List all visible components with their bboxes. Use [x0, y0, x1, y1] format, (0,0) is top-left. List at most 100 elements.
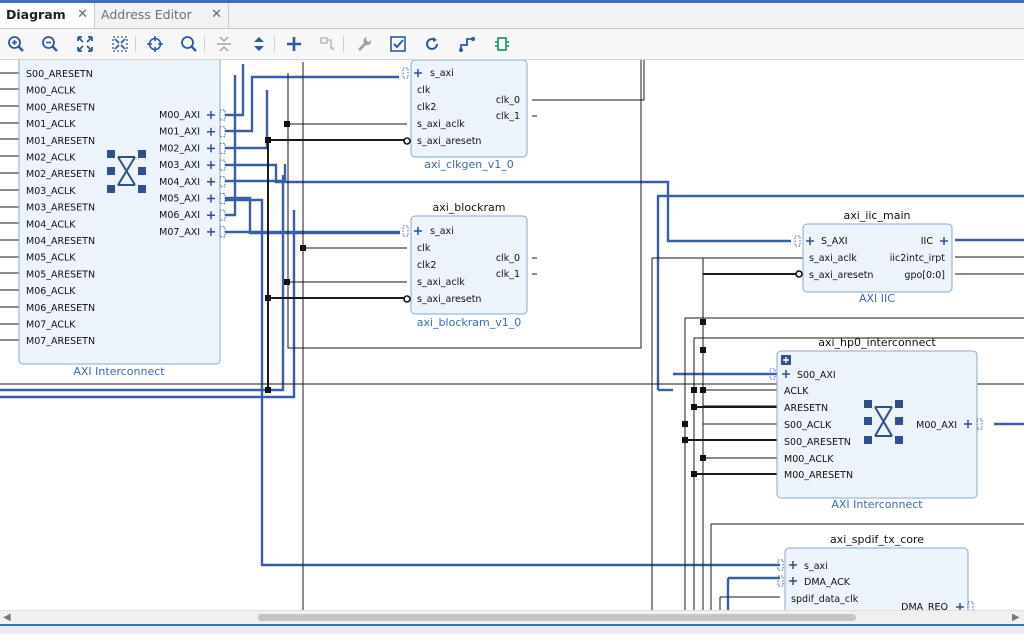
port-label: M03_AXI	[159, 160, 200, 171]
optimize-routing-icon[interactable]	[457, 34, 477, 54]
add-ip-icon[interactable]	[284, 34, 304, 54]
search-icon[interactable]	[179, 34, 199, 54]
port-label: s_axi_aresetn	[809, 270, 873, 281]
port-label: clk2	[417, 102, 436, 113]
port-label: gpo[0:0]	[904, 270, 945, 281]
active-low-port-icon[interactable]	[403, 137, 411, 145]
scroll-thumb[interactable]	[258, 614, 856, 621]
axi-clkgen-block[interactable]: s_axiclkclk2s_axi_aclks_axi_aresetnclk_0…	[402, 60, 528, 171]
tab-diagram[interactable]: Diagram ✕	[0, 3, 95, 28]
port-label: M02_AXI	[159, 143, 200, 154]
bus-interface-icon[interactable]	[219, 226, 226, 238]
toolbar-separator	[135, 36, 136, 52]
bus-interface-icon[interactable]	[219, 142, 226, 154]
bus-interface-icon[interactable]	[219, 126, 226, 138]
close-icon[interactable]: ✕	[211, 7, 222, 22]
horizontal-scrollbar[interactable]: ◀ ▶	[0, 610, 1024, 624]
expand-port-icon[interactable]	[414, 69, 422, 77]
port-label: s_axi	[804, 561, 828, 572]
bus-interface-icon[interactable]	[219, 193, 226, 204]
axi-interconnect-left-block[interactable]: S00_ARESETNM00_ACLKM00_ARESETNM01_ACLKM0…	[18, 60, 226, 378]
pin-icon[interactable]	[492, 34, 512, 54]
bus-interface-icon[interactable]	[219, 159, 226, 171]
auto-connect-icon[interactable]	[145, 34, 165, 54]
interconnect-icon	[864, 400, 903, 444]
expand-port-icon[interactable]	[207, 161, 215, 170]
editor-tab-bar: Diagram ✕ Address Editor ✕	[0, 3, 1024, 29]
port-label: s_axi_aclk	[809, 253, 857, 264]
expand-port-icon[interactable]	[789, 577, 797, 585]
expand-port-icon[interactable]	[782, 370, 790, 378]
expand-port-icon[interactable]	[806, 237, 814, 245]
bus-interface-icon[interactable]	[967, 601, 974, 610]
port-label: M01_ARESETN	[26, 136, 95, 147]
zoom-fit-icon[interactable]	[75, 34, 95, 54]
collapse-icon[interactable]	[214, 34, 234, 54]
port-label: M04_ACLK	[26, 219, 76, 230]
port-label: DMA_REQ	[901, 602, 948, 610]
port-label: M00_ARESETN	[26, 102, 95, 113]
port-label: M00_ARESETN	[784, 470, 853, 481]
block-title: axi_hp0_interconnect	[818, 336, 936, 349]
expand-port-icon[interactable]	[207, 111, 215, 119]
block-subtitle: axi_clkgen_v1_0	[424, 158, 514, 171]
wrench-icon[interactable]	[354, 34, 374, 54]
port-label: S00_ARESETN	[26, 69, 93, 80]
validate-icon[interactable]	[388, 34, 408, 54]
expand-icon[interactable]	[249, 34, 269, 54]
expand-port-icon[interactable]	[414, 227, 422, 235]
port-label: s_axi_aclk	[417, 119, 465, 130]
expand-port-icon[interactable]	[207, 144, 215, 153]
bus-interface-icon[interactable]	[794, 235, 801, 247]
bus-interface-icon[interactable]	[219, 109, 226, 121]
bus-interface-icon[interactable]	[402, 67, 409, 79]
port-label: M03_ACLK	[26, 186, 76, 197]
block-title: axi_blockram	[433, 201, 506, 214]
expand-port-icon[interactable]	[207, 127, 215, 136]
port-label: M05_ARESETN	[26, 269, 95, 280]
bus-interface-icon[interactable]	[777, 559, 784, 571]
bus-interface-icon[interactable]	[219, 209, 226, 221]
active-low-port-icon[interactable]	[403, 295, 411, 303]
axi-iic-main-block[interactable]: axi_iic_main S_AXIs_axi_aclks_axi_areset…	[794, 209, 953, 305]
expand-port-icon[interactable]	[207, 211, 215, 220]
axi-blockram-block[interactable]: axi_blockram s_axiclkclk2s_axi_aclks_axi…	[402, 201, 528, 329]
bus-interface-icon[interactable]	[219, 176, 226, 188]
expand-port-icon[interactable]	[207, 177, 215, 186]
expand-port-icon[interactable]	[956, 603, 964, 610]
port-label: s_axi_aclk	[417, 277, 465, 288]
toolbar-separator	[204, 36, 205, 52]
port-label: IIC	[921, 236, 934, 247]
bus-interface-icon[interactable]	[976, 418, 983, 430]
expand-port-icon[interactable]	[789, 561, 797, 569]
zoom-in-icon[interactable]	[6, 34, 26, 54]
close-icon[interactable]: ✕	[77, 7, 88, 22]
expand-port-icon[interactable]	[940, 237, 948, 245]
expand-port-icon[interactable]	[964, 420, 972, 428]
scroll-left-icon[interactable]: ◀	[3, 612, 11, 623]
window-bottom-accent	[0, 624, 1024, 634]
active-low-port-icon[interactable]	[795, 270, 803, 278]
axi-hp0-interconnect-block[interactable]: axi_hp0_interconnect S00_AXIACLKARESETNS…	[769, 336, 983, 511]
tab-address-editor[interactable]: Address Editor ✕	[95, 3, 229, 28]
regenerate-icon[interactable]	[422, 34, 442, 54]
bus-interface-icon[interactable]	[402, 225, 409, 237]
expand-port-icon[interactable]	[207, 227, 215, 236]
port-label: clk_0	[496, 253, 520, 264]
axi-spdif-tx-core-block[interactable]: axi_spdif_tx_core s_axiDMA_ACKspdif_data…	[777, 533, 974, 610]
fit-selection-icon[interactable]	[110, 34, 130, 54]
expand-port-icon[interactable]	[207, 194, 215, 203]
block-subtitle: AXI Interconnect	[831, 498, 923, 511]
block-title: axi_spdif_tx_core	[830, 533, 924, 546]
zoom-out-icon[interactable]	[40, 34, 60, 54]
bus-interface-icon[interactable]	[777, 575, 784, 587]
scroll-right-icon[interactable]: ▶	[1012, 612, 1020, 623]
port-label: M02_ARESETN	[26, 169, 95, 180]
bus-interface-icon[interactable]	[769, 368, 776, 380]
port-label: S00_ARESETN	[784, 437, 851, 448]
port-label: s_axi	[430, 68, 454, 79]
route-icon[interactable]	[318, 34, 338, 54]
port-label: M06_ACLK	[26, 286, 76, 297]
port-label: M00_AXI	[916, 420, 957, 431]
